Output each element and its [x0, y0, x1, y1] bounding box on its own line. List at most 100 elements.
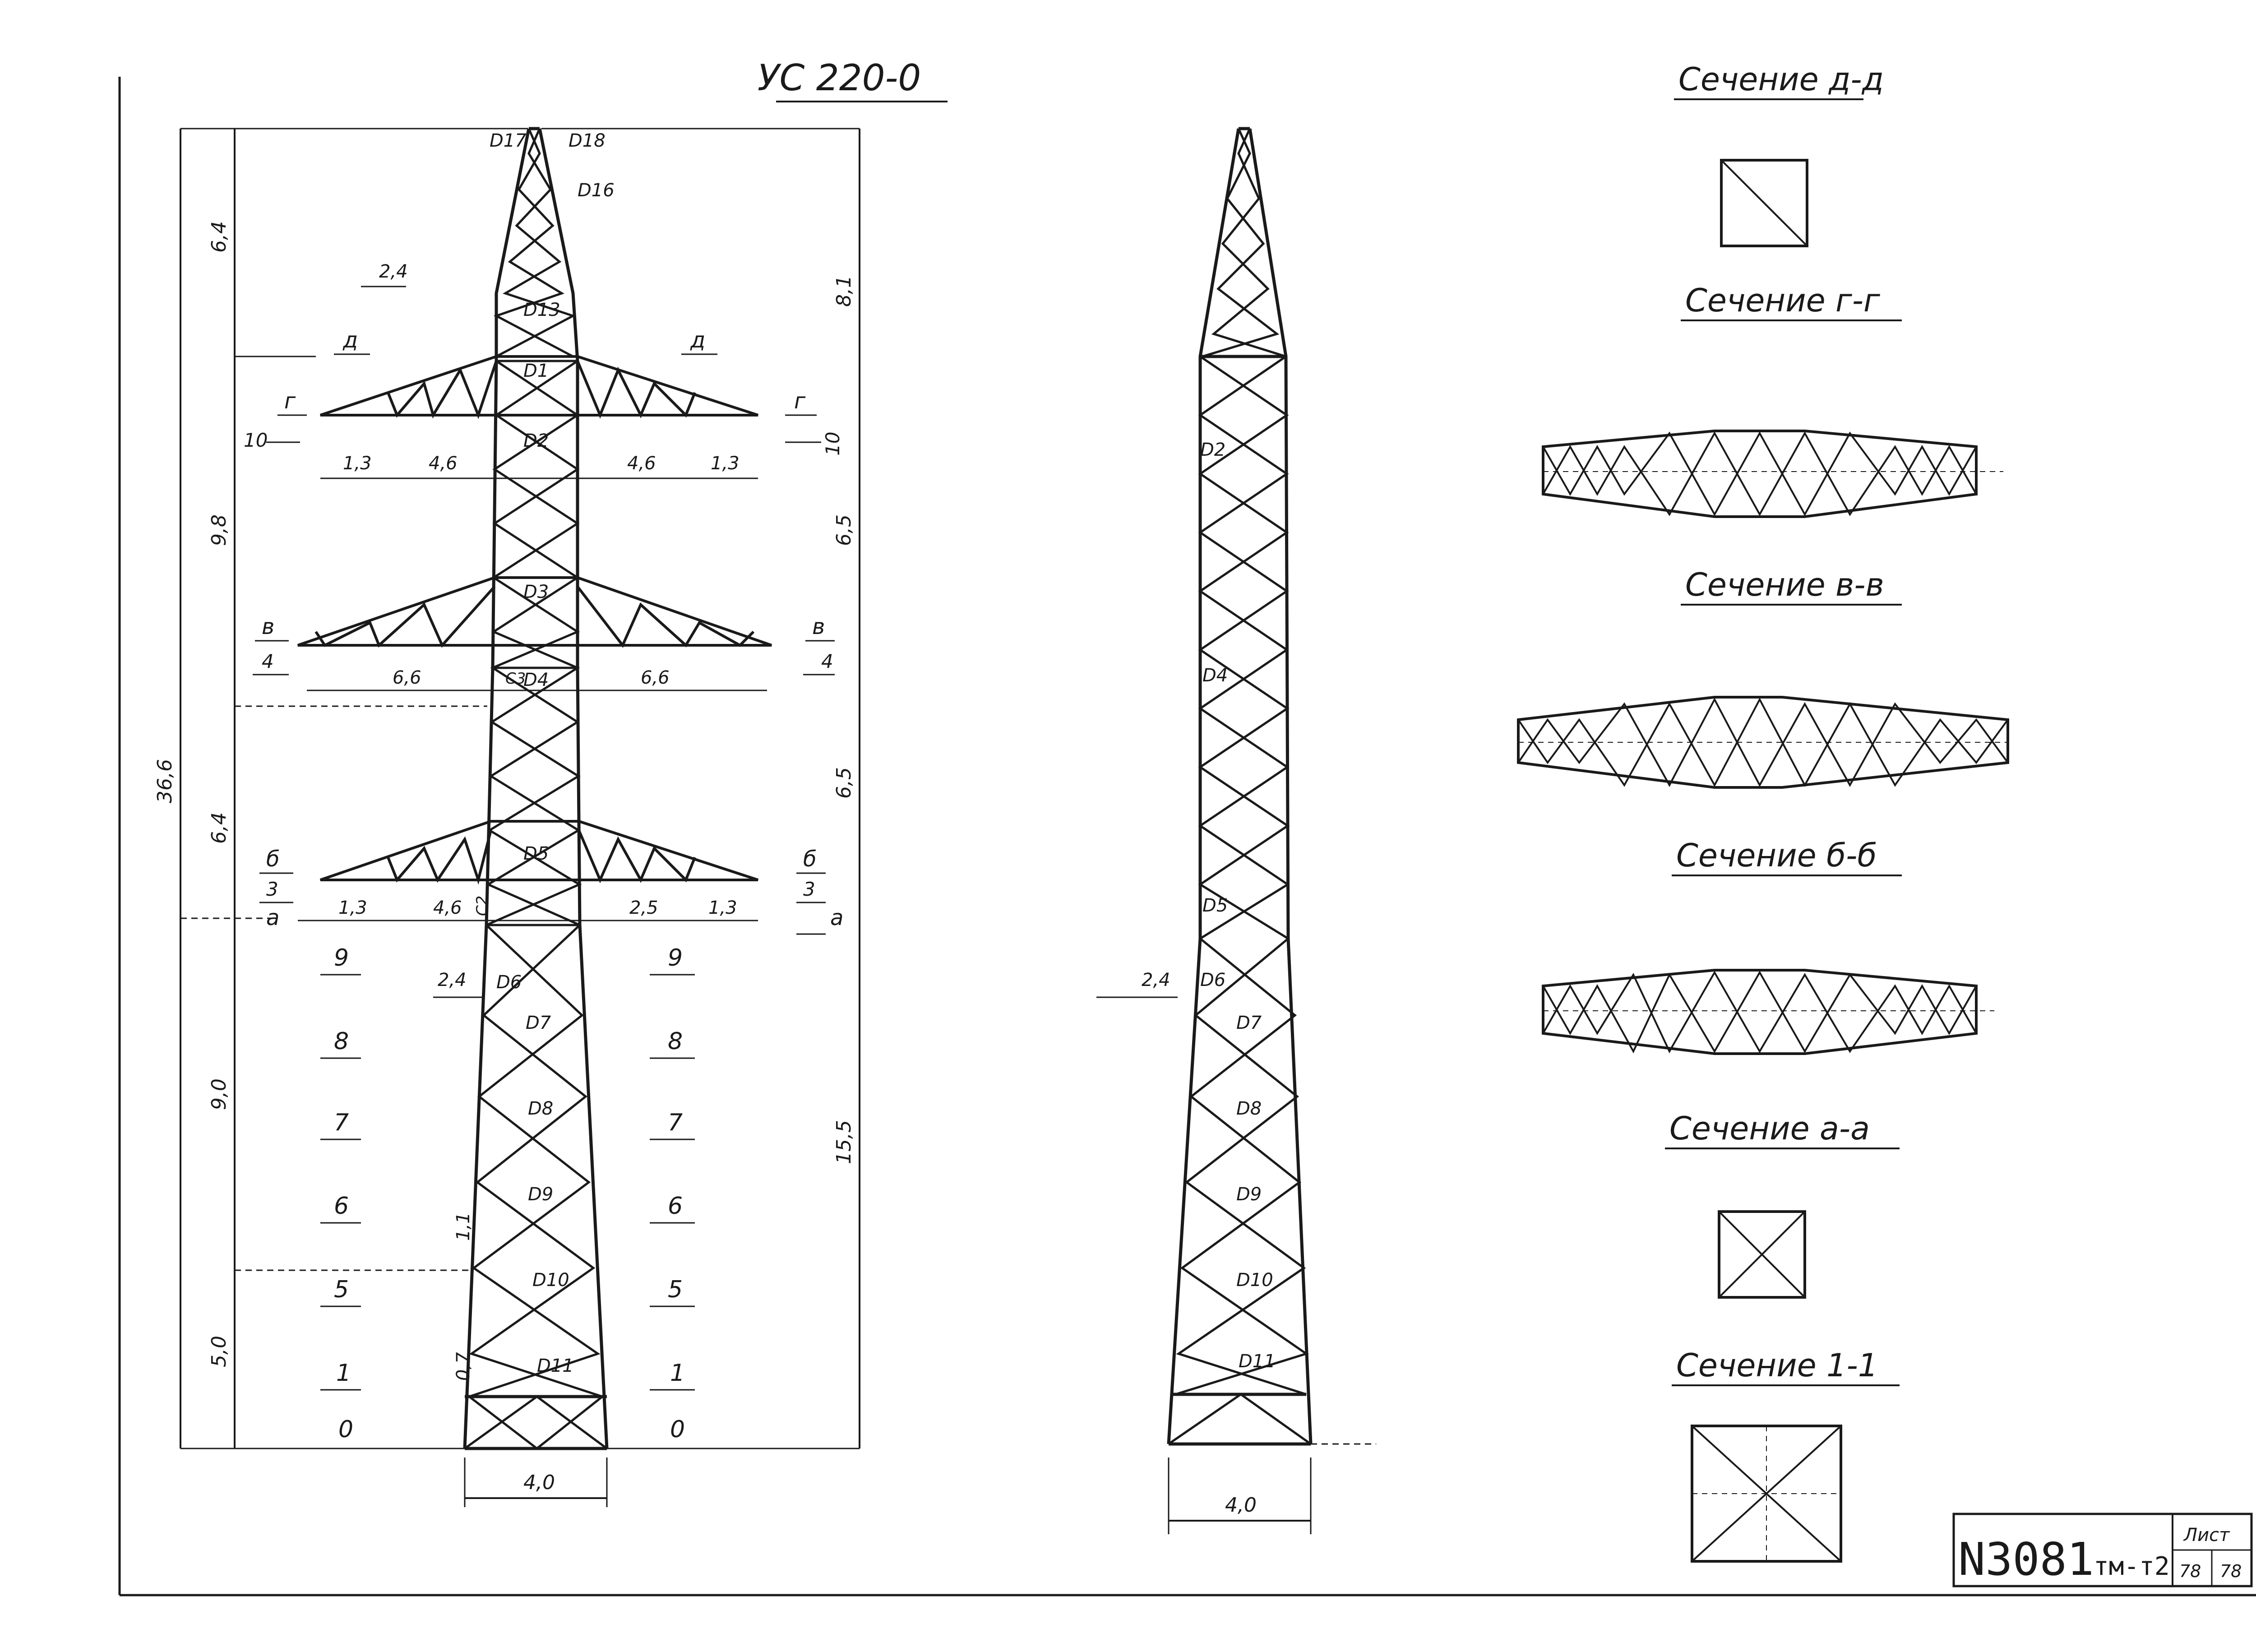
panel-label-d7: D7	[526, 1013, 551, 1033]
dim-right-upper: 6,5	[832, 514, 855, 546]
dim-body-24: 2,4	[438, 970, 467, 990]
panel-label-d13: D13	[523, 300, 560, 320]
stamp-sheet-total: 78	[2220, 1561, 2242, 1581]
section-a-a: Сечение а-а	[1665, 1110, 1900, 1299]
side-panel-label-d9: D9	[1236, 1184, 1262, 1205]
level-right-sec-b: б	[803, 847, 817, 872]
section-a-a-title: Сечение а-а	[1669, 1110, 1870, 1147]
stamp-code: N3081	[1958, 1533, 2094, 1586]
level-right-7: 7	[668, 1109, 683, 1136]
level-left-3: 3	[266, 878, 278, 900]
panel-label-d10: D10	[532, 1270, 569, 1291]
front-view: D17 D18 D16 D13 D1 D2 D3 D4 D5 D6 D7 D8 …	[153, 127, 860, 1507]
side-view: D2 D4 D5 D6 D7 D8 D9 D10 D11 2,4 4,0	[1096, 127, 1376, 1534]
level-right-6: 6	[668, 1193, 683, 1220]
level-left-sec-d: д	[342, 328, 358, 353]
side-dim-24: 2,4	[1142, 970, 1170, 990]
front-tower-outline	[463, 127, 609, 1450]
section-g-g: Сечение г-г	[1542, 282, 2003, 518]
side-panel-label-d8: D8	[1236, 1098, 1262, 1119]
front-left-dimensions: 36,6 6,4 9,8 6,4 9,0 5,0	[153, 128, 528, 1449]
level-right-8: 8	[668, 1028, 683, 1055]
panel-label-d9: D9	[528, 1184, 553, 1205]
side-panel-label-d10: D10	[1236, 1270, 1273, 1291]
level-left-8: 8	[334, 1028, 349, 1055]
level-left-4: 4	[262, 650, 274, 672]
dim-h-11: 1,1	[453, 1212, 474, 1241]
section-d-d-title: Сечение д-д	[1678, 61, 1884, 98]
section-v-v: Сечение в-в	[1517, 566, 2009, 789]
dim-arm-mid-left-66: 6,6	[393, 667, 421, 688]
side-tower-outline	[1167, 127, 1313, 1446]
panel-label-d5: D5	[523, 843, 549, 864]
panel-label-d16: D16	[578, 180, 615, 201]
dim-base-width: 4,0	[523, 1471, 555, 1494]
level-right-4: 4	[821, 650, 833, 672]
dim-arm-low-right-25: 2,5	[629, 898, 658, 918]
dim-top-height: 6,4	[208, 221, 231, 253]
front-crossarm-middle	[297, 576, 772, 648]
front-right-dimensions: 8,1 6,5 6,5 15,5	[541, 128, 860, 1449]
level-left-sec-a: а	[266, 905, 279, 930]
front-level-labels-right: д г 10 в 4 б 3 а 9 8 7 6 5 1	[650, 328, 844, 1443]
stamp-sheet-label: Лист	[2183, 1525, 2230, 1546]
dim-total-height: 36,6	[153, 759, 176, 803]
side-panel-label-d4: D4	[1202, 665, 1228, 686]
panel-label-d2: D2	[523, 430, 549, 451]
stamp-sub: тм-т2	[2094, 1552, 2170, 1581]
dim-arm-top-right-46: 4,6	[627, 453, 656, 474]
front-panel-labels: D17 D18 D16 D13 D1 D2 D3 D4 D5 D6 D7 D8 …	[490, 130, 615, 1376]
dim-arm-low-left-46: 4,6	[433, 898, 462, 918]
dim-right-lower: 15,5	[832, 1120, 855, 1164]
side-panel-label-d2: D2	[1200, 440, 1225, 460]
front-crossarm-top	[320, 355, 758, 419]
section-v-v-title: Сечение в-в	[1685, 566, 1884, 603]
level-left-sec-b: б	[266, 847, 280, 872]
dim-lower-height: 9,0	[208, 1078, 231, 1110]
panel-label-d6: D6	[496, 972, 522, 993]
panel-label-d11: D11	[537, 1356, 574, 1376]
drawing-title-text: УС 220-0	[758, 57, 921, 99]
side-dimensions: 2,4 4,0	[1096, 970, 1376, 1534]
side-panel-labels: D2 D4 D5 D6 D7 D8 D9 D10 D11	[1200, 440, 1276, 1372]
panel-label-d8: D8	[528, 1098, 553, 1119]
level-left-0: 0	[338, 1416, 353, 1443]
level-right-9: 9	[668, 944, 683, 972]
level-left-9: 9	[334, 944, 349, 972]
side-panel-label-d7: D7	[1236, 1013, 1262, 1033]
level-left-sec-v: в	[262, 614, 274, 639]
level-right-10: 10	[822, 432, 844, 456]
side-tower-lattice	[1168, 128, 1312, 1445]
level-right-sec-v: в	[812, 614, 825, 639]
sections-column: Сечение д-д Сечение г-г Сечение в-в Сече…	[1517, 61, 2009, 1563]
level-right-sec-d: д	[690, 328, 705, 353]
level-right-0: 0	[670, 1416, 685, 1443]
stamp-sheet-no: 78	[2179, 1561, 2201, 1581]
arm-dimensions: 1,3 4,6 4,6 1,3 6,6 6,6 C3 1,3 4,6 2,5 1…	[298, 261, 767, 1507]
section-d-d: Сечение д-д	[1674, 61, 1884, 247]
level-left-10: 10	[244, 429, 268, 451]
dim-c2: C2	[473, 896, 491, 916]
title-stamp: N3081 тм-т2 Лист 78 78	[1952, 1513, 2253, 1587]
dim-top-width: 2,4	[379, 261, 408, 282]
level-right-3: 3	[803, 878, 815, 900]
section-1-1-title: Сечение 1-1	[1676, 1347, 1878, 1384]
dim-arm-mid-right-66: 6,6	[641, 667, 670, 688]
level-left-7: 7	[334, 1109, 349, 1136]
section-g-g-title: Сечение г-г	[1685, 282, 1881, 319]
level-right-sec-a: а	[830, 905, 843, 930]
level-right-5: 5	[668, 1276, 683, 1303]
dim-h-07: 0,7	[453, 1352, 474, 1381]
level-right-1: 1	[670, 1360, 685, 1387]
section-b-b: Сечение б-б	[1542, 837, 1994, 1055]
panel-label-d3: D3	[523, 582, 549, 602]
dim-mid-height: 6,4	[208, 812, 231, 844]
dim-base-height: 5,0	[208, 1336, 231, 1367]
level-right-sec-g: г	[794, 389, 806, 414]
dim-right-top: 8,1	[832, 275, 855, 307]
panel-label-d4: D4	[523, 670, 549, 690]
dim-arm-low-left-13: 1,3	[338, 898, 367, 918]
panel-label-d17: D17	[490, 130, 527, 151]
side-panel-label-d11: D11	[1239, 1351, 1276, 1372]
